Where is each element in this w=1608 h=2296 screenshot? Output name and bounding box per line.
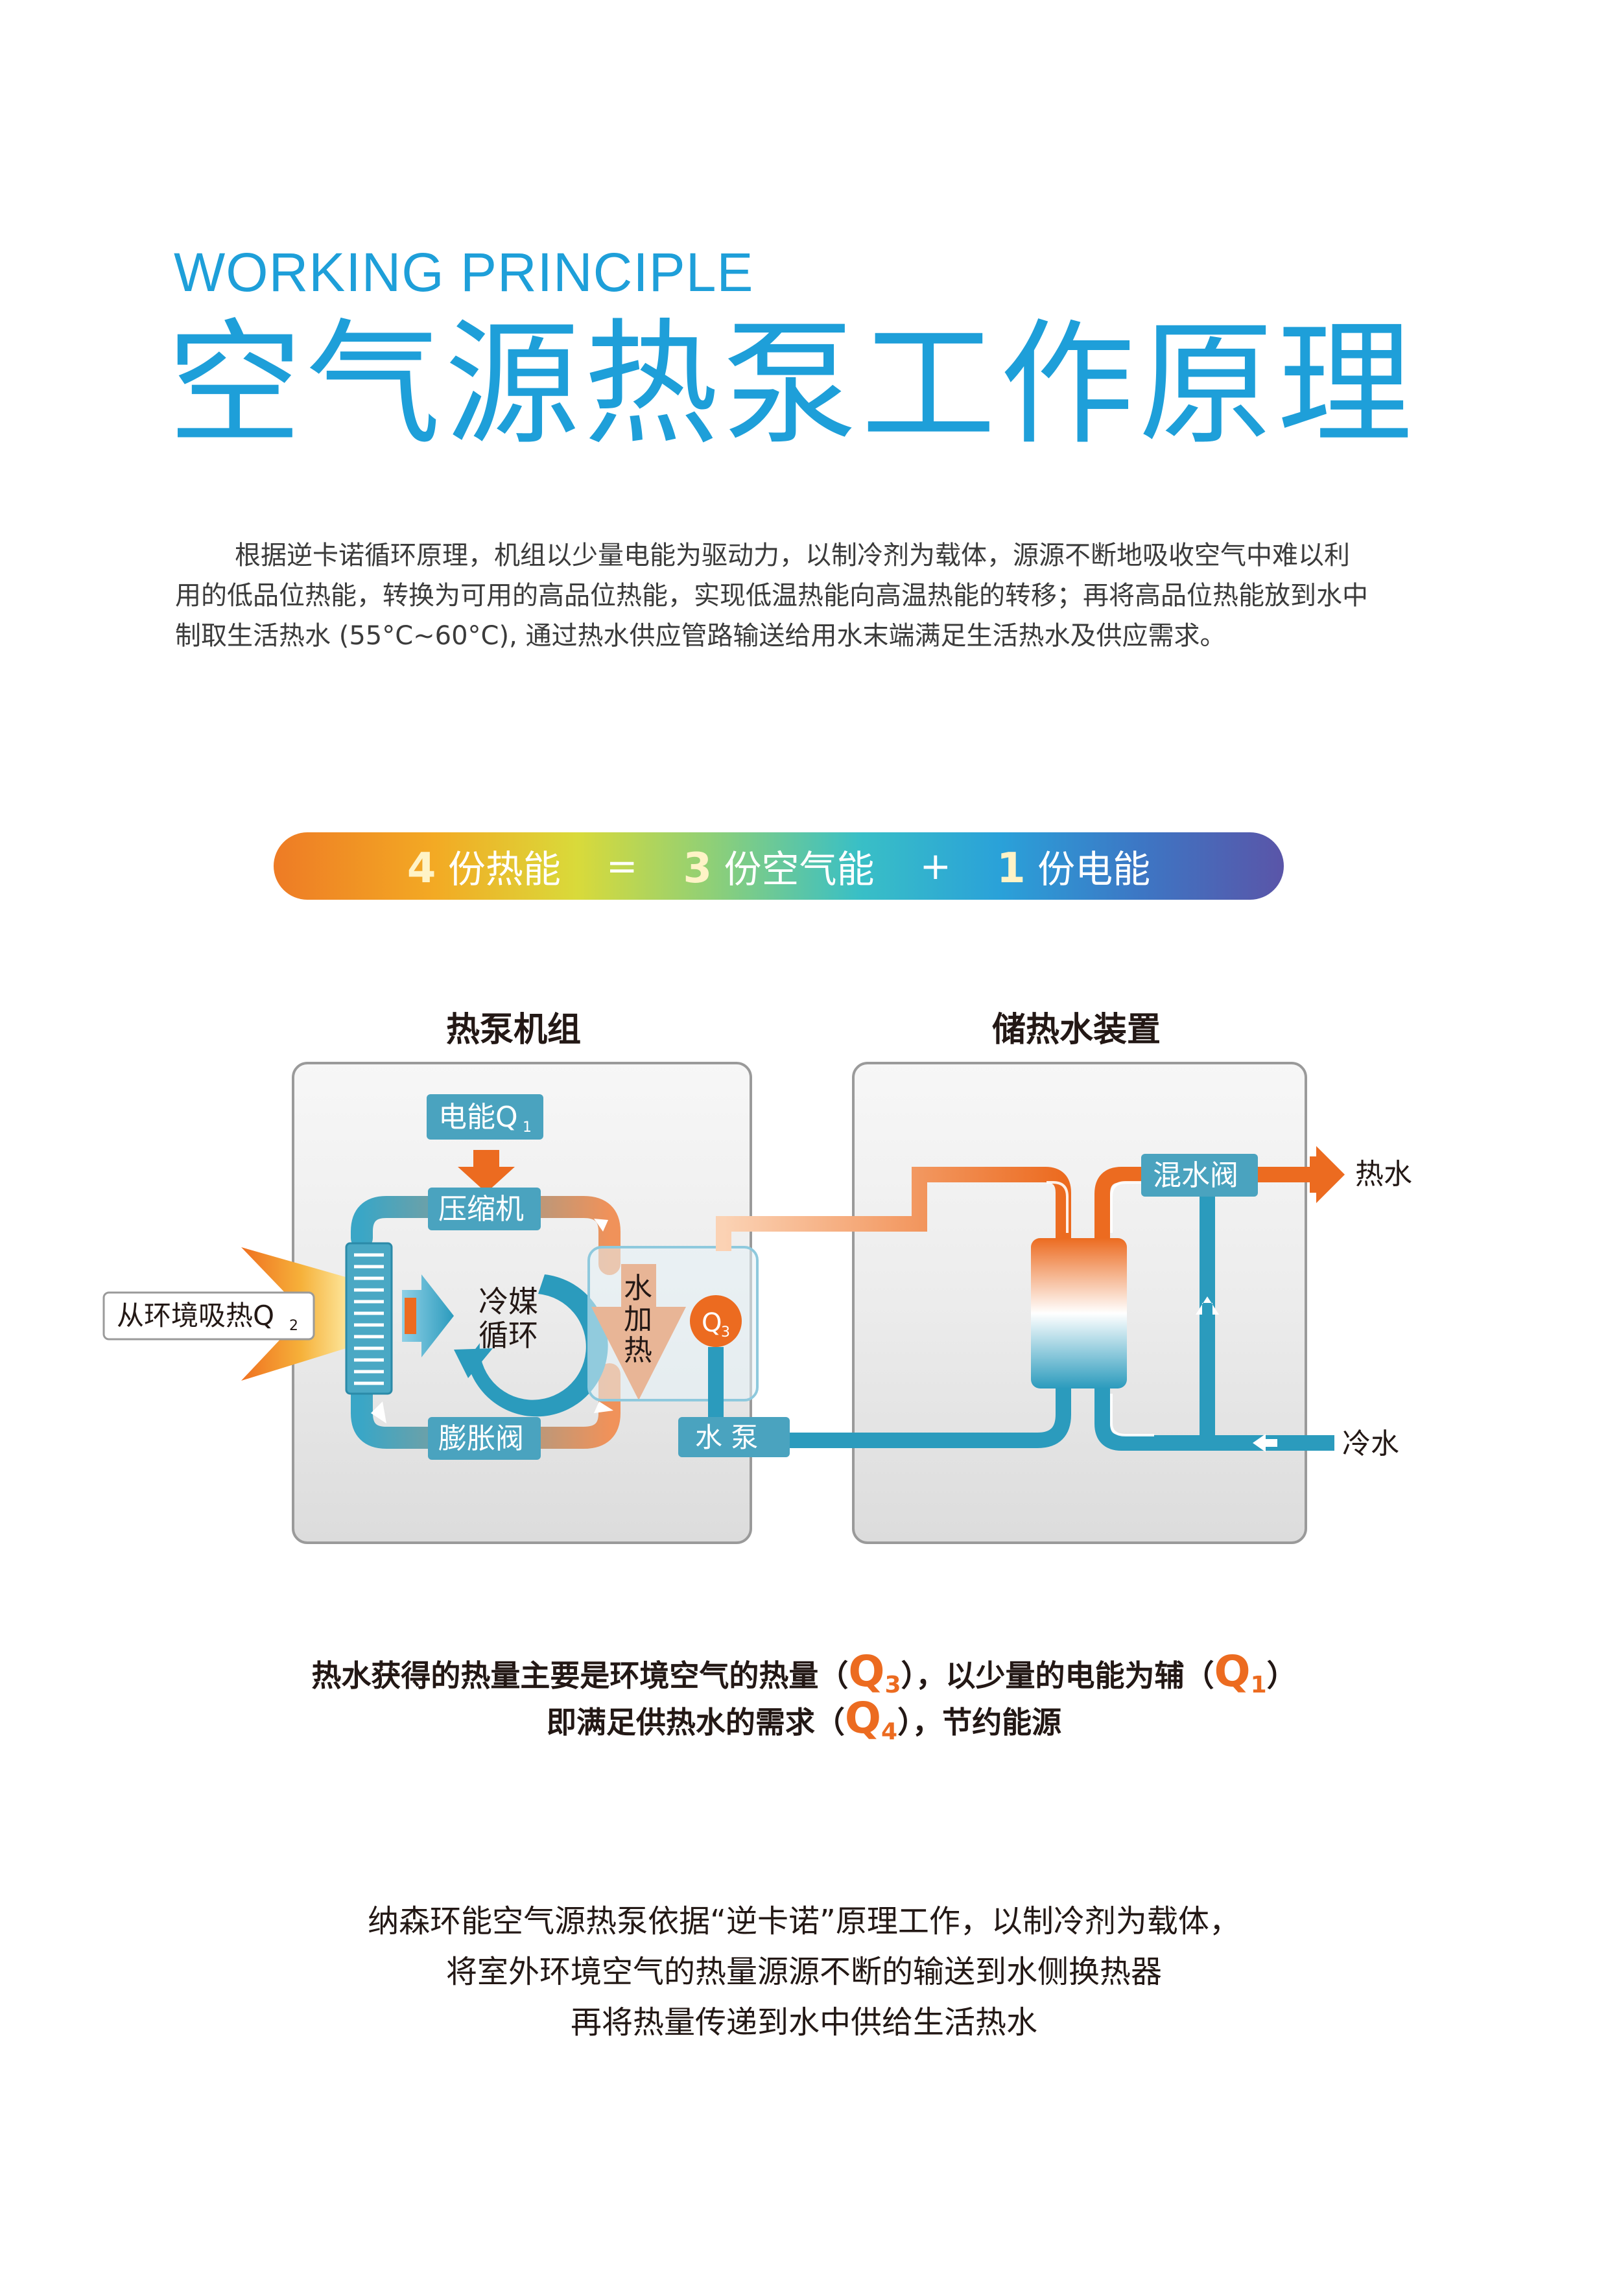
refrigerant-cycle-line2: 循环: [479, 1318, 538, 1353]
ambient-label-box: [102, 1291, 315, 1341]
intro-paragraph: 根据逆卡诺循环原理，机组以少量电能为驱动力，以制冷剂为载体，源源不断地吸收空气中…: [175, 541, 1368, 651]
ambient-heat-sub: 2: [289, 1318, 298, 1334]
ambient-heat-arrow: [241, 1247, 350, 1381]
circulation-swirl-arrow: [467, 1274, 608, 1417]
mixing-valve-label: 混水阀: [1153, 1159, 1238, 1192]
cold-water-label: 冷水: [1342, 1427, 1399, 1460]
electric-energy-arrow: [458, 1150, 515, 1193]
water-pump-pipe: [708, 1347, 1071, 1448]
caption-line-1: 热水获得的热量主要是环境空气的热量（Q3），以少量的电能为辅（Q1）: [0, 1646, 1608, 1698]
compressor-label-box: [428, 1188, 541, 1230]
water-pump-label-box: [678, 1417, 790, 1457]
heat-pump-diagram: 电能Q 1 压缩机 冷媒 循环 膨胀阀 水 加 热 Q 3 从环境吸热Q 2 水…: [102, 1062, 1412, 1544]
formula-part2-number: 3: [683, 845, 713, 893]
bypass-up-arrow-icon: [1196, 1296, 1219, 1315]
refrigerant-cycle-line1: 冷媒: [479, 1284, 538, 1319]
electric-energy-label-box: [427, 1094, 543, 1140]
caption-text: ），节约能源: [897, 1705, 1062, 1740]
formula-part2-label: 份空气能: [724, 847, 875, 891]
heat-pump-unit-title: 热泵机组: [446, 1011, 582, 1049]
formula-part3-number: 1: [997, 845, 1026, 893]
page-title: 空气源热泵工作原理: [167, 307, 1416, 463]
q3-symbol: Q3: [848, 1646, 901, 1698]
caption-text: 热水获得的热量主要是环境空气的热量（: [311, 1658, 849, 1693]
electric-energy-label: 电能Q: [438, 1101, 518, 1134]
summary-line-1: 纳森环能空气源热泵依据“逆卡诺”原理工作，以制冷剂为载体，: [368, 1903, 1240, 1939]
summary-line-3: 再将热量传递到水中供给生活热水: [570, 2004, 1037, 2041]
formula-part1-label: 份热能: [447, 847, 561, 891]
water-heating-char-2: 加: [624, 1303, 652, 1336]
subtitle-english: WORKING PRINCIPLE: [174, 242, 754, 303]
chevron-icon: [594, 1401, 613, 1413]
hot-water-outlet-pipe: [1094, 1167, 1310, 1238]
q3-circle: [690, 1295, 742, 1347]
caption-text: ）: [1266, 1658, 1297, 1693]
expansion-valve-label: 膨胀阀: [438, 1422, 524, 1455]
chevron-icon: [594, 1219, 608, 1232]
water-pump-label: 水 泵: [695, 1422, 758, 1453]
q1-symbol: Q1: [1214, 1646, 1267, 1698]
q4-symbol: Q4: [844, 1693, 898, 1745]
formula-gradient-bar: [274, 832, 1284, 900]
hot-water-label: 热水: [1355, 1158, 1412, 1191]
formula-plus: +: [919, 844, 952, 888]
summary-line-2: 将室外环境空气的热量源源不断的输送到水侧换热器: [445, 1954, 1162, 1990]
caption-text: ），以少量的电能为辅（: [901, 1658, 1214, 1693]
hot-water-pipe: [716, 1167, 1071, 1251]
compressor-label: 压缩机: [438, 1193, 524, 1226]
expansion-valve-label-box: [428, 1417, 541, 1460]
cold-water-in-arrow-icon: [1253, 1434, 1277, 1452]
formula-part3-label: 份电能: [1037, 847, 1151, 891]
storage-device-title: 储热水装置: [992, 1011, 1161, 1049]
inner-orange-tab: [405, 1298, 416, 1334]
q3-label: Q: [702, 1308, 722, 1338]
mixing-valve-label-box: [1141, 1154, 1258, 1197]
formula-part1-number: 4: [407, 845, 436, 893]
inner-flow-arrow: [402, 1274, 454, 1357]
storage-tank: [1031, 1238, 1127, 1388]
circulation-swirl-head: [454, 1348, 493, 1378]
caption-line-2: 即满足供热水的需求（Q4），节约能源: [0, 1693, 1608, 1745]
evaporator-coil: [345, 1242, 393, 1395]
q3-sub: 3: [721, 1324, 730, 1341]
water-heating-char-1: 水: [624, 1272, 652, 1305]
caption-text: 即满足供热水的需求（: [546, 1705, 845, 1740]
evaporator-fins: [354, 1253, 384, 1385]
chevron-icon: [371, 1401, 386, 1423]
water-heating-char-3: 热: [624, 1334, 652, 1367]
energy-formula: 4 份热能 = 3 份空气能 + 1 份电能: [274, 832, 1284, 900]
ambient-heat-label: 从环境吸热Q: [117, 1300, 274, 1331]
electric-energy-sub: 1: [523, 1119, 532, 1136]
cold-water-inlet-pipe: [1094, 1388, 1334, 1451]
hot-water-out-arrow: [1310, 1146, 1345, 1203]
formula-equals: =: [606, 844, 638, 888]
